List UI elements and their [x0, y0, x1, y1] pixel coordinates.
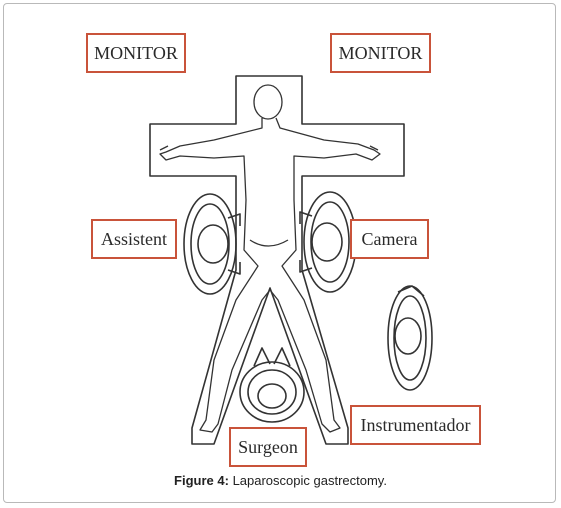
figure-caption: Figure 4: Laparoscopic gastrectomy.: [0, 473, 561, 488]
monitor-right-label: MONITOR: [330, 33, 431, 73]
camera-label: Camera: [350, 219, 429, 259]
instrumentador-label: Instrumentador: [350, 405, 481, 445]
patient-figure: [159, 84, 381, 433]
caption-text: Laparoscopic gastrectomy.: [232, 473, 387, 488]
surgeon-label: Surgeon: [229, 427, 307, 467]
surgeon-person: [239, 347, 305, 423]
operating-table: [149, 75, 405, 445]
monitor-left-label: MONITOR: [86, 33, 186, 73]
assistant-person: [183, 193, 241, 295]
caption-label: Figure 4:: [174, 473, 229, 488]
camera-person: [299, 191, 357, 293]
instrumentador-person: [387, 285, 433, 391]
assistant-label: Assistent: [91, 219, 177, 259]
